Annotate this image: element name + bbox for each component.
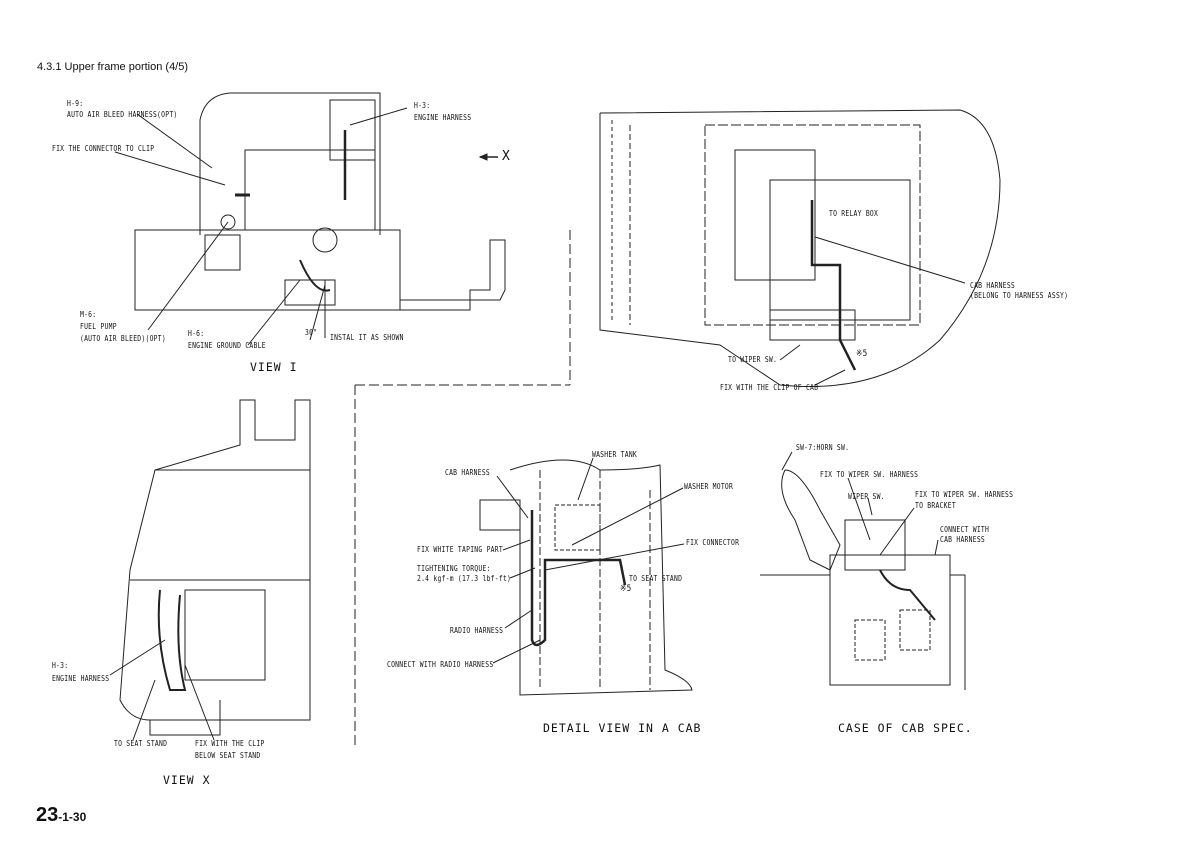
label-fix-wiper-bracket: FIX TO WIPER SW. HARNESS xyxy=(915,490,1014,499)
label-below-seat-stand: BELOW SEAT STAND xyxy=(195,751,261,760)
label-fix-clip-of-cab: FIX WITH THE CLIP OF CAB xyxy=(720,383,819,392)
label-to-relay-box: TO RELAY BOX xyxy=(829,209,879,218)
label-fix-connector: FIX CONNECTOR xyxy=(686,538,740,547)
label-tightening-torque: TIGHTENING TORQUE: xyxy=(417,564,491,573)
label-h3-code: H-3: xyxy=(414,101,431,110)
view-x-arrow-label: X xyxy=(502,149,511,164)
label-mark-5: ※5 xyxy=(856,349,868,359)
detail-view-drawing xyxy=(479,457,693,696)
label-connect-cab-harness: CAB HARNESS xyxy=(940,535,986,544)
caption-case-view: CASE OF CAB SPEC. xyxy=(838,721,973,735)
label-auto-air-bleed-harness: AUTO AIR BLEED HARNESS(OPT) xyxy=(67,110,178,119)
caption-view-i: VIEW I xyxy=(250,360,298,374)
label-to-seat-stand: TO SEAT STAND xyxy=(629,574,683,583)
section-title: 4.3.1 Upper frame portion (4/5) xyxy=(37,61,189,73)
case-view-drawing xyxy=(760,451,966,690)
label-fuel-pump: FUEL PUMP xyxy=(80,322,117,331)
label-cab-harness: CAB HARNESS xyxy=(970,281,1016,290)
label-engine-ground-cable: ENGINE GROUND CABLE xyxy=(188,341,266,350)
caption-detail-view: DETAIL VIEW IN A CAB xyxy=(543,721,702,735)
label-to-wiper-sw: TO WIPER SW. xyxy=(728,355,778,364)
label-torque-value: 2.4 kgf-m (17.3 lbf-ft) xyxy=(417,574,512,583)
label-horn-sw: SW-7:HORN SW. xyxy=(796,443,850,452)
label-fix-white-taping: FIX WHITE TAPING PART xyxy=(417,545,503,554)
label-mark-5-detail: ※5 xyxy=(620,584,632,594)
view-x-drawing xyxy=(109,399,311,741)
label-to-seat-stand-x: TO SEAT STAND xyxy=(114,739,168,748)
label-h3-code-x: H-3: xyxy=(52,661,69,670)
label-connect-radio-harness: CONNECT WITH RADIO HARNESS xyxy=(387,660,494,669)
view-dividers xyxy=(354,230,571,745)
label-washer-motor: WASHER MOTOR xyxy=(684,482,734,491)
page-number-sub: -1-30 xyxy=(58,810,87,824)
label-cab-harness-detail: CAB HARNESS xyxy=(445,468,491,477)
view-i-drawing xyxy=(114,92,506,346)
page-number-main: 23 xyxy=(36,804,59,826)
label-fix-with-clip: FIX WITH THE CLIP xyxy=(195,739,265,748)
label-fuel-pump-note: (AUTO AIR BLEED)(OPT) xyxy=(80,334,166,343)
label-radio-harness: RADIO HARNESS xyxy=(450,626,504,635)
label-engine-harness: ENGINE HARNESS xyxy=(414,113,472,122)
label-washer-tank: WASHER TANK xyxy=(592,450,638,459)
label-angle: 30° xyxy=(305,328,318,337)
page-number: 23-1-30 xyxy=(36,804,86,827)
caption-view-x: VIEW X xyxy=(163,773,211,787)
label-engine-harness-x: ENGINE HARNESS xyxy=(52,674,110,683)
label-install-as-shown: INSTAL IT AS SHOWN xyxy=(330,333,404,342)
label-h6-code: H-6: xyxy=(188,329,205,338)
label-to-bracket: TO BRACKET xyxy=(915,501,956,510)
top-view-drawing xyxy=(599,109,1001,388)
label-h9-code: H-9: xyxy=(67,99,84,108)
label-wiper-sw: WIPER SW. xyxy=(848,492,885,501)
label-fix-wiper-harness: FIX TO WIPER SW. HARNESS xyxy=(820,470,919,479)
label-cab-harness-note: (BELONG TO HARNESS ASSY) xyxy=(970,291,1069,300)
label-m6-code: M-6: xyxy=(80,310,97,319)
label-fix-connector-to-clip: FIX THE CONNECTOR TO CLIP xyxy=(52,144,155,153)
label-connect-with: CONNECT WITH xyxy=(940,525,990,534)
